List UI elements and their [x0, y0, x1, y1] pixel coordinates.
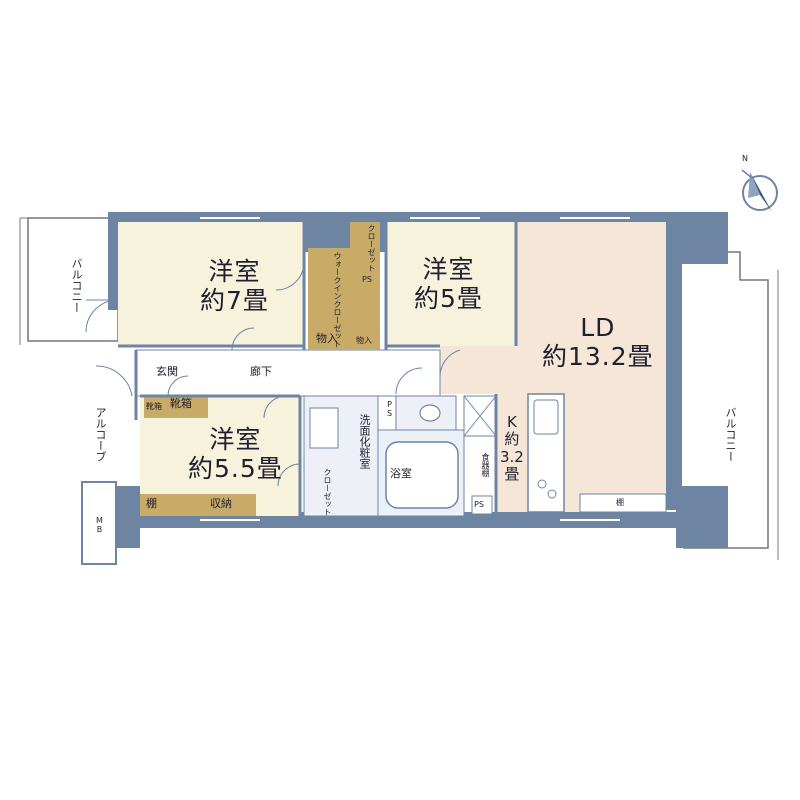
bathtub-icon [385, 441, 459, 509]
ld-name: LD [580, 313, 616, 342]
kitchen-size-prefix: 約 [504, 430, 520, 449]
walk-in-closet-label: ウォークインクローゼット [333, 252, 342, 348]
storage-large-label: 物入 [316, 332, 338, 345]
ps-bottom-box [471, 495, 493, 515]
doors [85, 261, 461, 487]
balcony-left-label: バルコニー [70, 257, 83, 313]
shoe-box [144, 396, 208, 418]
mb-label: MB [95, 516, 104, 534]
dish-cabinet-label: 食器棚 [481, 453, 490, 477]
closet-bottom-label: クローゼット [323, 468, 332, 516]
ld-label: LD 約13.2畳 [542, 313, 654, 372]
closet-top [350, 222, 380, 272]
storage-room3-label: 収納 [210, 497, 232, 510]
western-room-2-name: 洋室 [422, 255, 475, 284]
balcony-right-label: バルコニー [724, 406, 737, 462]
kitchen-name: K [507, 413, 517, 431]
interior-walls [118, 222, 518, 516]
western-room-2-label: 洋室 約5畳 [414, 255, 483, 314]
western-room-3-label: 洋室 約5.5畳 [188, 425, 283, 484]
closet-top-label: クローゼット [367, 224, 376, 272]
shelf-left-label: 棚 [146, 497, 157, 510]
sink-icon [533, 399, 559, 435]
stove-burner-icon [537, 479, 547, 489]
washroom-label: 洗面化粧室 [358, 413, 371, 469]
western-room-1-label: 洋室 約7畳 [200, 257, 269, 316]
ld-size: 約13.2畳 [542, 341, 654, 371]
western-room-2-floor [386, 222, 516, 346]
ps-top-label: PS [362, 275, 372, 284]
balcony-left [19, 217, 119, 345]
corridor-label: 廊下 [250, 365, 272, 378]
washbasin-icon [309, 407, 339, 449]
shelf-kitchen-label: 棚 [616, 498, 624, 507]
shoe-box-small-label: 靴箱 [146, 402, 162, 411]
corridor-floor [135, 349, 441, 397]
kitchen-label: K 約 3.2 畳 [500, 413, 524, 483]
storage-small-label: 物入 [356, 336, 372, 345]
western-room-1-name: 洋室 [208, 257, 261, 286]
compass-north-label: N [742, 154, 748, 163]
entrance-label: 玄関 [156, 365, 178, 378]
western-room-2-size: 約5畳 [414, 283, 483, 313]
ps-bottom-label: PS [474, 500, 484, 509]
compass-icon [741, 169, 778, 212]
kitchen-size-unit: 畳 [504, 464, 520, 483]
kitchen-shelf [579, 493, 667, 513]
ps-mid-label: PS [385, 400, 394, 418]
western-room-3-size: 約5.5畳 [188, 453, 283, 483]
ld-extension-floor [440, 346, 516, 394]
shoe-box-label: 靴箱 [170, 397, 192, 410]
toilet-icon [419, 404, 441, 422]
storage-room3 [140, 494, 256, 516]
windows [200, 217, 630, 521]
kitchen-size-value: 3.2 [500, 447, 524, 466]
balcony-right [683, 251, 779, 560]
alcove-label: アルコーブ [94, 406, 107, 462]
western-room-1-size: 約7畳 [200, 285, 269, 315]
western-room-1-floor [118, 222, 304, 346]
storage-unit [308, 330, 380, 350]
stove-burner-icon [547, 489, 557, 499]
western-room-3-name: 洋室 [209, 425, 262, 454]
bathroom-label: 浴室 [390, 467, 412, 480]
